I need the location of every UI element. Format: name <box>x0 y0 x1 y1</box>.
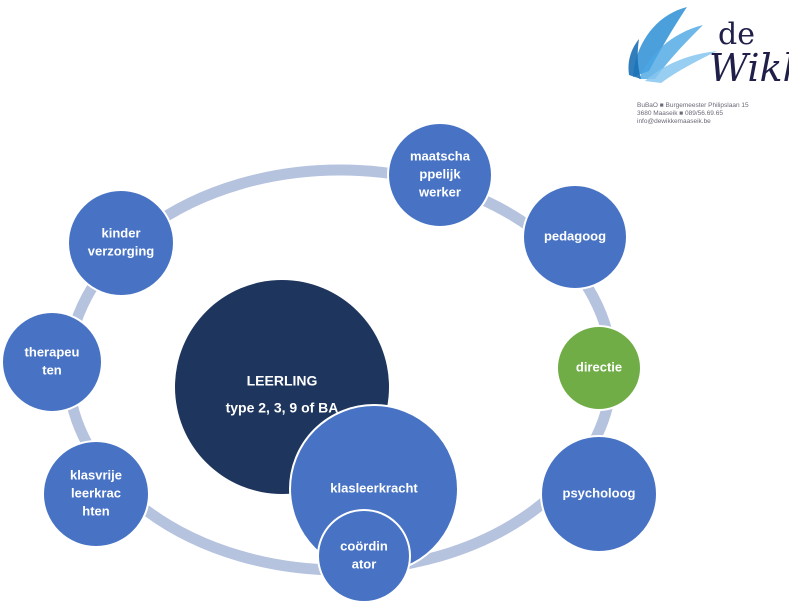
node-kinderverzorging: kinder verzorging <box>67 189 175 297</box>
node-label-klasleerkracht: klasleerkracht <box>330 480 418 495</box>
node-label-maatschappelijk-werker: werker <box>418 184 461 199</box>
node-label-maatschappelijk-werker: maatscha <box>410 148 471 163</box>
node-circle-therapeuten <box>1 311 103 413</box>
node-label-coordinator: coördin <box>340 538 388 553</box>
node-label-therapeuten: ten <box>42 362 62 377</box>
node-label-kinderverzorging: kinder <box>101 225 140 240</box>
node-label-therapeuten: therapeu <box>25 344 80 359</box>
node-maatschappelijk-werker: maatscha ppelijk werker <box>387 122 493 228</box>
center-label-line1: LEERLING <box>247 373 318 389</box>
logo-word-wikke: Wikke <box>709 46 789 90</box>
node-circle-klasvrije-leerkrachten <box>42 440 150 548</box>
node-label-coordinator: ator <box>352 556 377 571</box>
node-psycholoog: psycholoog <box>540 435 658 553</box>
node-circle-pedagoog <box>522 184 628 290</box>
school-logo: de Wikke BuBaO ■ Burgemeester Philipslaa… <box>625 5 789 135</box>
logo-address: BuBaO ■ Burgemeester Philipslaan 15 3680… <box>637 102 789 126</box>
node-circle-kinderverzorging <box>67 189 175 297</box>
butterfly-wing-icon <box>628 7 717 83</box>
center-label-line2: type 2, 3, 9 of BA <box>226 400 339 416</box>
address-line: info@dewikkemaaseik.be <box>637 118 711 125</box>
node-pedagoog: pedagoog <box>522 184 628 290</box>
node-circle-directie <box>556 325 642 411</box>
node-circle-maatschappelijk-werker <box>387 122 493 228</box>
node-label-klasvrije-leerkrachten: leerkrac <box>71 485 121 500</box>
logo-word-de: de <box>718 17 755 52</box>
node-label-pedagoog: pedagoog <box>544 228 606 243</box>
node-circle-coordinator <box>317 509 411 601</box>
node-coordinator: coördin ator <box>317 509 411 601</box>
node-label-kinderverzorging: verzorging <box>88 243 155 258</box>
node-label-psycholoog: psycholoog <box>563 485 636 500</box>
node-circle-psycholoog <box>540 435 658 553</box>
node-label-klasvrije-leerkrachten: klasvrije <box>70 467 122 482</box>
node-label-klasvrije-leerkrachten: hten <box>82 503 110 518</box>
address-line: 3680 Maaseik ■ 089/56.69.65 <box>637 110 723 117</box>
node-therapeuten: therapeu ten <box>1 311 103 413</box>
node-label-maatschappelijk-werker: ppelijk <box>419 166 461 181</box>
node-label-directie: directie <box>576 359 622 374</box>
address-line: BuBaO ■ Burgemeester Philipslaan 15 <box>637 102 749 109</box>
node-directie: directie <box>556 325 642 411</box>
role-nodes: maatscha ppelijk werker pedagoog directie psy… <box>1 122 658 601</box>
node-klasvrije-leerkrachten: klasvrije leerkrac hten <box>42 440 150 548</box>
